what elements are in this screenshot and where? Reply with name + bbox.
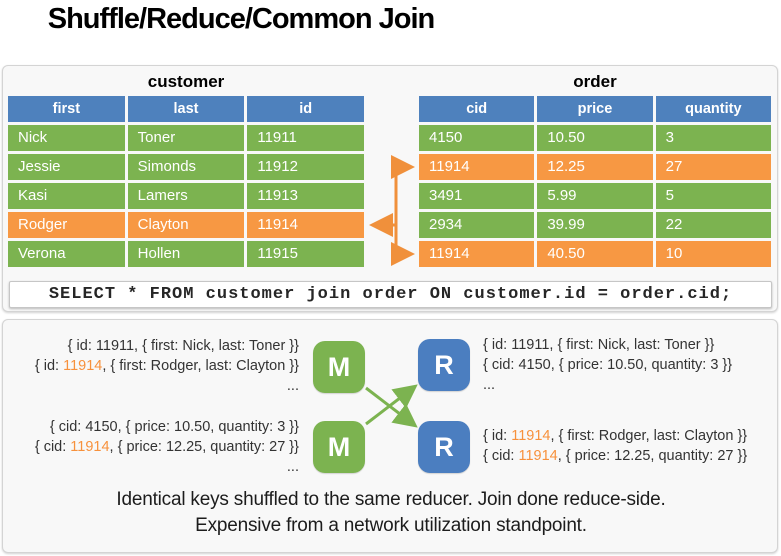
table-cell: 39.99	[537, 212, 653, 238]
record-line: { cid: 11914, { price: 12.25, quantity: …	[35, 437, 299, 457]
table-cell: 5.99	[537, 183, 653, 209]
record-line: { cid: 4150, { price: 10.50, quantity: 3…	[483, 355, 732, 375]
table-cell: Kasi	[8, 183, 125, 209]
table-cell: 3	[655, 125, 771, 151]
reducer1-output-records: { id: 11911, { first: Nick, last: Toner …	[483, 335, 732, 395]
customer-table-title: customer	[147, 72, 225, 91]
record-text: { cid:	[34, 439, 71, 455]
table-cell: Rodger	[8, 212, 125, 238]
record-line: { id: 11914, { first: Rodger, last: Clay…	[35, 356, 299, 376]
record-line: ...	[35, 376, 299, 396]
table-cell: 2934	[419, 212, 535, 238]
caption-line2: Expensive from a network utilization sta…	[195, 515, 587, 536]
highlighted-key: 11914	[70, 439, 110, 455]
table-cell: Jessie	[8, 154, 125, 180]
reducer2-box: R	[418, 421, 470, 473]
record-text: ...	[286, 459, 299, 475]
mapper1-input-records: { id: 11911, { first: Nick, last: Toner …	[35, 336, 299, 396]
arrow-m1-to-r2	[365, 386, 418, 428]
table-cell: 3491	[419, 183, 535, 209]
table-cell: Hollen	[127, 241, 245, 267]
table-cell: 11915	[247, 241, 365, 267]
mapper1-box: M	[313, 341, 365, 393]
mapper2-box: M	[313, 421, 365, 473]
highlighted-key: 11914	[518, 448, 558, 464]
highlighted-key: 11914	[511, 428, 551, 444]
column-header: cid	[419, 96, 535, 122]
table-cell: 40.50	[537, 241, 653, 267]
record-text: { id: 11911, { first: Nick, last: Toner …	[483, 337, 715, 353]
record-text: { cid: 4150, { price: 10.50, quantity: 3…	[483, 357, 733, 373]
table-cell: Toner	[127, 125, 245, 151]
table-cell: Simonds	[127, 154, 245, 180]
table-cell: 10	[655, 241, 771, 267]
record-text: , { first: Rodger, last: Clayton }}	[550, 428, 748, 444]
caption-line1: Identical keys shuffled to the same redu…	[116, 489, 666, 510]
page-title: Shuffle/Reduce/Common Join	[47, 3, 435, 35]
table-cell: Lamers	[127, 183, 245, 209]
table-cell: 10.50	[537, 125, 653, 151]
record-text: , { price: 12.25, quantity: 27 }}	[109, 439, 299, 455]
column-header: last	[127, 96, 245, 122]
record-text: { cid:	[483, 448, 519, 464]
record-text: { id:	[34, 358, 64, 374]
record-text: , { price: 12.25, quantity: 27 }}	[557, 448, 748, 464]
table-cell: 27	[655, 154, 771, 180]
arrow-m2-to-r1	[365, 384, 418, 426]
sql-statement: SELECT * FROM customer join order ON cus…	[9, 281, 772, 308]
table-cell: 22	[655, 212, 771, 238]
column-header: quantity	[655, 96, 771, 122]
record-line: ...	[35, 457, 299, 477]
table-cell: 4150	[419, 125, 535, 151]
table-cell: Clayton	[127, 212, 245, 238]
reducer1-box: R	[418, 339, 470, 391]
record-line: ...	[483, 375, 732, 395]
table-cell: 12.25	[537, 154, 653, 180]
caption: Identical keys shuffled to the same redu…	[3, 487, 779, 539]
table-cell: 5	[655, 183, 771, 209]
record-line: { id: 11914, { first: Rodger, last: Clay…	[483, 426, 747, 446]
table-cell: Verona	[8, 241, 125, 267]
table-cell: 11912	[247, 154, 365, 180]
column-header: price	[537, 96, 653, 122]
mapreduce-panel: { id: 11911, { first: Nick, last: Toner …	[2, 319, 778, 553]
record-text: ...	[286, 378, 299, 394]
column-header: id	[247, 96, 365, 122]
record-line: { cid: 11914, { price: 12.25, quantity: …	[483, 446, 747, 466]
table-cell: 11914	[247, 212, 365, 238]
record-text: { id:	[483, 428, 512, 444]
order-table-title: order	[573, 72, 617, 91]
table-cell: 11911	[247, 125, 365, 151]
table-cell: Nick	[8, 125, 125, 151]
mapper2-input-records: { cid: 4150, { price: 10.50, quantity: 3…	[35, 417, 299, 477]
table-cell: 11914	[419, 154, 535, 180]
record-text: { cid: 4150, { price: 10.50, quantity: 3…	[49, 419, 299, 435]
record-line: { id: 11911, { first: Nick, last: Toner …	[483, 335, 732, 355]
reducer2-output-records: { id: 11914, { first: Rodger, last: Clay…	[483, 426, 747, 466]
record-text: ...	[483, 377, 496, 393]
record-line: { id: 11911, { first: Nick, last: Toner …	[35, 336, 299, 356]
record-text: { id: 11911, { first: Nick, last: Toner …	[67, 338, 299, 354]
record-line: { cid: 4150, { price: 10.50, quantity: 3…	[35, 417, 299, 437]
highlighted-key: 11914	[63, 358, 103, 374]
table-cell: 11914	[419, 241, 535, 267]
table-cell: 11913	[247, 183, 365, 209]
column-header: first	[8, 96, 125, 122]
record-text: , { first: Rodger, last: Clayton }}	[102, 358, 299, 374]
